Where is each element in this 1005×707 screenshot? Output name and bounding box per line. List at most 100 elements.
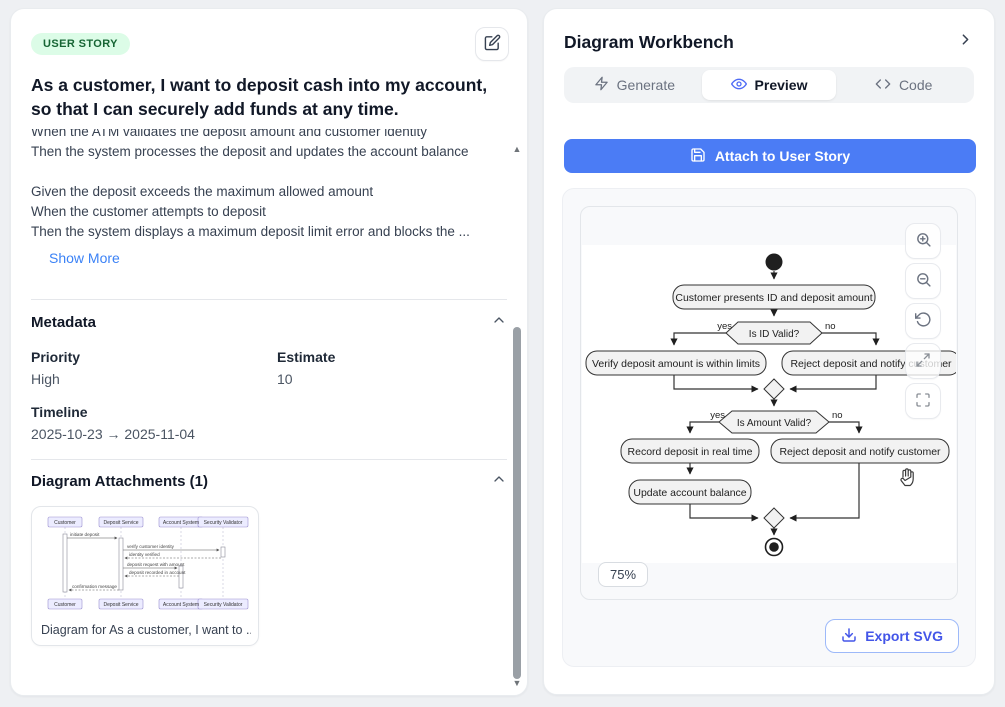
svg-text:Customer: Customer <box>54 520 76 526</box>
svg-text:Deposit Service: Deposit Service <box>103 520 138 526</box>
svg-text:Customer presents ID and depos: Customer presents ID and deposit amount <box>675 292 872 304</box>
edge-label-yes: yes <box>710 410 725 421</box>
eye-icon <box>730 76 747 95</box>
chevron-right-icon[interactable] <box>957 31 974 53</box>
tab-preview-label: Preview <box>754 77 808 93</box>
zoom-out-button[interactable] <box>905 263 941 299</box>
zoom-in-button[interactable] <box>905 223 941 259</box>
divider <box>31 459 507 460</box>
svg-text:confirmation message: confirmation message <box>72 584 117 589</box>
flow-end-node <box>764 537 784 557</box>
criteria-line: Given the deposit exceeds the maximum al… <box>31 184 374 199</box>
svg-text:Reject deposit and notify cust: Reject deposit and notify customer <box>779 446 941 458</box>
save-icon <box>690 147 706 166</box>
zoom-controls <box>905 223 941 419</box>
svg-text:Account System: Account System <box>163 602 199 608</box>
attachments-section-header[interactable]: Diagram Attachments (1) <box>31 471 507 492</box>
svg-text:Is ID Valid?: Is ID Valid? <box>749 329 800 340</box>
flow-merge-node <box>763 378 785 400</box>
svg-text:Deposit Service: Deposit Service <box>103 602 138 608</box>
fullscreen-icon <box>915 392 931 411</box>
edge-label-no: no <box>832 410 843 421</box>
export-svg-button[interactable]: Export SVG <box>825 619 959 653</box>
reset-icon <box>914 311 932 331</box>
show-more-link[interactable]: Show More <box>49 250 120 266</box>
zoom-level-badge: 75% <box>598 562 649 587</box>
criteria-line: Then the system displays a maximum depos… <box>31 224 470 239</box>
svg-text:Account System: Account System <box>163 520 199 526</box>
tab-preview[interactable]: Preview <box>701 70 837 100</box>
flow-start-node <box>765 253 783 271</box>
acceptance-criteria-scroll-area[interactable]: When the ATM validates the deposit amoun… <box>31 129 501 287</box>
zoom-out-icon <box>915 271 932 291</box>
svg-text:Is Amount Valid?: Is Amount Valid? <box>737 418 812 429</box>
edge-label-yes: yes <box>717 321 732 332</box>
workbench-title: Diagram Workbench <box>564 31 734 52</box>
attachments-title: Diagram Attachments (1) <box>31 473 208 490</box>
attach-button-label: Attach to User Story <box>714 148 851 164</box>
svg-text:deposit recorded in account: deposit recorded in account <box>129 570 186 575</box>
user-story-badge: USER STORY <box>31 33 130 55</box>
priority-value: High <box>31 371 60 387</box>
attach-to-user-story-button[interactable]: Attach to User Story <box>564 139 976 173</box>
chevron-up-icon[interactable] <box>491 312 507 333</box>
scroll-down-arrow[interactable]: ▼ <box>512 678 522 688</box>
svg-text:Security Validator: Security Validator <box>204 520 243 526</box>
metadata-grid: Priority High Estimate 10 <box>31 349 507 387</box>
scroll-up-arrow[interactable]: ▲ <box>512 144 522 154</box>
code-icon <box>875 76 891 95</box>
metadata-title: Metadata <box>31 314 97 331</box>
attachment-caption: Diagram for As a customer, I want to ... <box>41 623 251 637</box>
tab-generate-label: Generate <box>616 77 676 93</box>
tab-generate[interactable]: Generate <box>567 70 702 100</box>
lightning-icon <box>594 76 609 94</box>
flow-merge-node <box>763 507 785 529</box>
edit-icon <box>484 34 501 54</box>
flow-node: Update account balance <box>628 479 752 505</box>
flow-decision: Is Amount Valid? <box>718 410 830 434</box>
edit-story-button[interactable] <box>475 27 509 61</box>
diagram-preview-box: Customer presents ID and deposit amount … <box>580 206 958 600</box>
left-card-scrollbar[interactable]: ▲ ▼ <box>510 143 524 689</box>
flow-node: Customer presents ID and deposit amount <box>672 284 876 310</box>
flow-decision: Is ID Valid? <box>725 321 823 345</box>
download-icon <box>841 627 857 646</box>
zoom-in-icon <box>915 231 932 251</box>
svg-text:Security Validator: Security Validator <box>204 602 243 608</box>
scrollbar-thumb[interactable] <box>513 327 521 679</box>
estimate-label: Estimate <box>277 349 336 365</box>
reset-view-button[interactable] <box>905 303 941 339</box>
diagram-preview-section: Customer presents ID and deposit amount … <box>562 188 976 667</box>
expand-icon <box>915 352 931 371</box>
svg-text:verify customer identity: verify customer identity <box>127 544 175 549</box>
svg-text:Update account balance: Update account balance <box>633 487 746 499</box>
expand-button[interactable] <box>905 343 941 379</box>
criteria-line: When the customer attempts to deposit <box>31 204 266 219</box>
diagram-attachment-card[interactable]: Customer Deposit Service Account System … <box>31 506 259 646</box>
svg-text:initiate deposit: initiate deposit <box>70 532 100 537</box>
svg-text:identity verified: identity verified <box>129 552 160 557</box>
timeline-label: Timeline <box>31 404 88 420</box>
user-story-header: USER STORY <box>11 9 527 61</box>
chevron-up-icon[interactable] <box>491 471 507 492</box>
diagram-canvas[interactable]: Customer presents ID and deposit amount … <box>582 245 956 563</box>
divider <box>31 299 507 300</box>
export-button-label: Export SVG <box>865 628 943 644</box>
criteria-line: Then the system processes the deposit an… <box>31 144 469 159</box>
tab-code-label: Code <box>898 77 933 93</box>
criteria-line: When the ATM validates the deposit amoun… <box>31 129 427 139</box>
svg-text:Verify deposit amount is withi: Verify deposit amount is within limits <box>592 358 760 370</box>
edge-label-no: no <box>825 321 836 332</box>
user-story-title: As a customer, I want to deposit cash in… <box>31 75 488 119</box>
svg-text:deposit request with amount: deposit request with amount <box>127 562 185 567</box>
priority-label: Priority <box>31 349 81 365</box>
svg-text:Record deposit in real time: Record deposit in real time <box>628 446 753 458</box>
metadata-section-header[interactable]: Metadata <box>31 312 507 333</box>
fullscreen-button[interactable] <box>905 383 941 419</box>
estimate-value: 10 <box>277 371 293 387</box>
workbench-tabs: Generate Preview Code <box>564 67 974 103</box>
tab-code[interactable]: Code <box>836 70 971 100</box>
sequence-diagram-thumbnail: Customer Deposit Service Account System … <box>39 514 251 612</box>
flow-node: Reject deposit and notify customer <box>770 438 950 464</box>
svg-text:Customer: Customer <box>54 602 76 608</box>
